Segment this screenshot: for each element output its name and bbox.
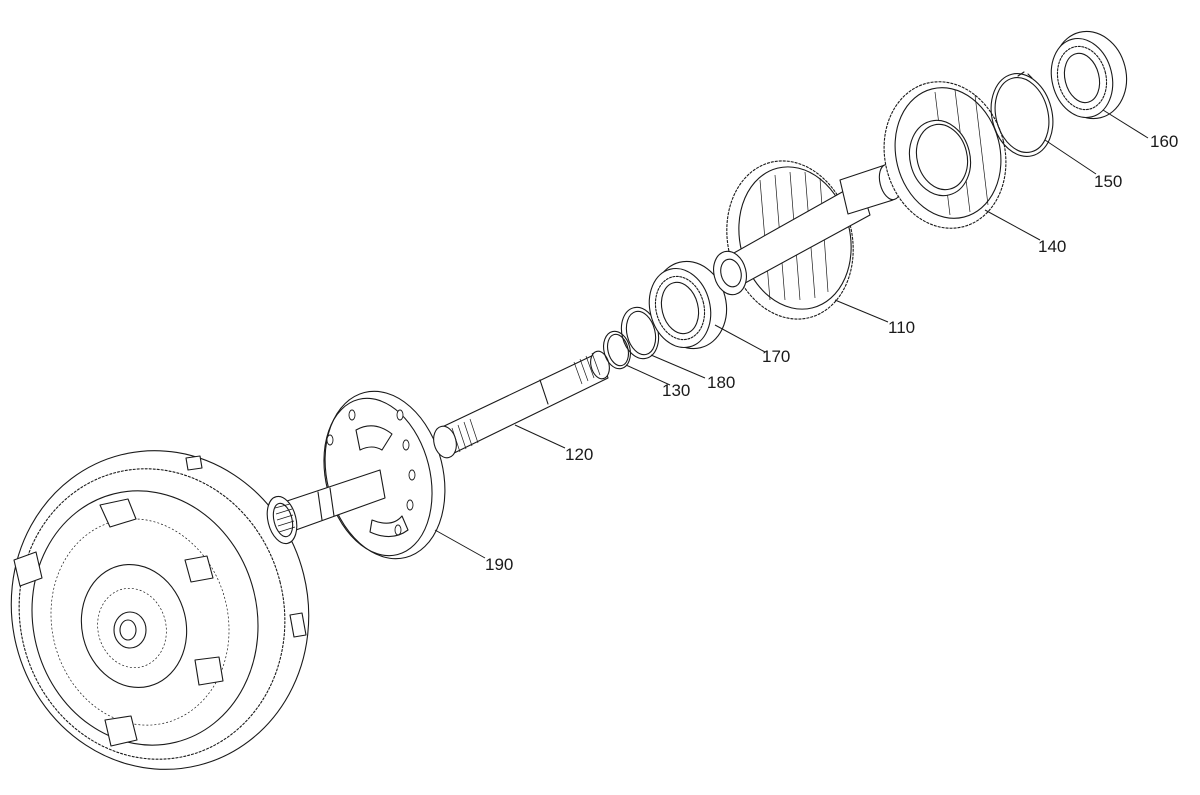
pump-stator-support xyxy=(266,390,446,560)
callout-110: 110 xyxy=(888,318,915,337)
torque-converter xyxy=(10,450,310,770)
callout-180: 180 xyxy=(707,373,735,392)
circlip-150 xyxy=(990,71,1054,157)
callout-160: 160 xyxy=(1150,132,1178,151)
callout-170: 170 xyxy=(762,347,790,366)
gear-shaft-110 xyxy=(713,160,902,320)
callout-130: 130 xyxy=(662,381,690,400)
snap-ring-130 xyxy=(603,330,631,370)
callout-140: 140 xyxy=(1038,237,1066,256)
callout-120: 120 xyxy=(565,445,593,464)
bearing-170 xyxy=(648,260,728,350)
gear-140 xyxy=(883,81,1007,229)
callout-190: 190 xyxy=(485,555,513,574)
leader-lines xyxy=(434,109,1149,559)
callout-labels: 160 150 140 110 170 180 130 120 190 xyxy=(485,132,1178,574)
input-shaft xyxy=(433,350,610,459)
bearing-160 xyxy=(1050,30,1128,120)
callout-150: 150 xyxy=(1094,172,1122,191)
